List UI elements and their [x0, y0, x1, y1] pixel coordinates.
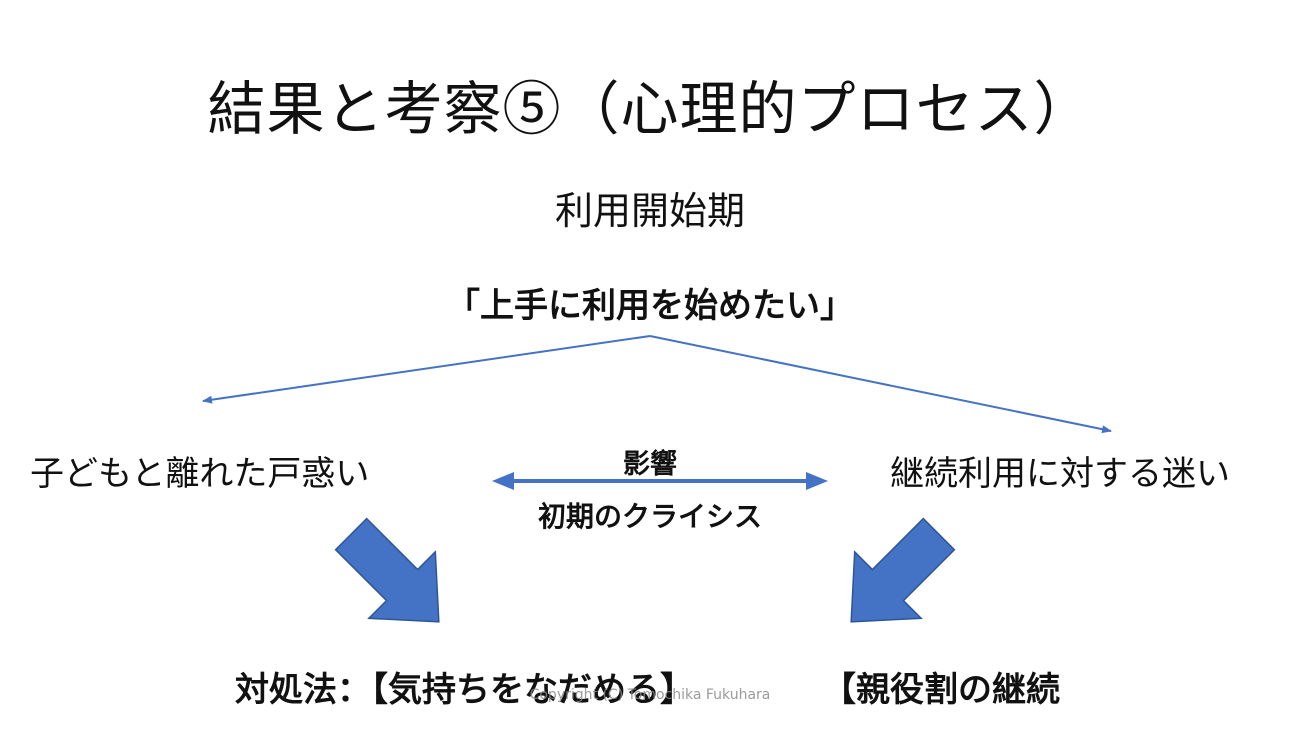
coping-label: 対処法：【気持ちをなだめる】 [235, 670, 694, 710]
branch-arrow-right [649, 335, 1112, 434]
block-arrow-down-left [850, 517, 956, 623]
motive-label: 「上手に利用を始めたい」 [446, 286, 854, 326]
influence-double-arrow [492, 472, 828, 490]
block-arrow-down-right [334, 517, 440, 623]
slide-title: 結果と考察⑤（心理的プロセス） [207, 75, 1093, 143]
phase-label: 利用開始期 [554, 189, 745, 233]
influence-label: 影響 [623, 449, 677, 480]
copyright-watermark: Copyright (C) Tomochika Fukuhara [529, 687, 771, 703]
right-node-hesitation: 継続利用に対する迷い [890, 454, 1230, 494]
left-node-confusion: 子どもと離れた戸惑い [30, 454, 370, 494]
crisis-label: 初期のクライシス [537, 500, 762, 533]
branch-arrow-left [202, 335, 651, 404]
role-continuation-label: 【親役割の継続 [822, 670, 1060, 710]
